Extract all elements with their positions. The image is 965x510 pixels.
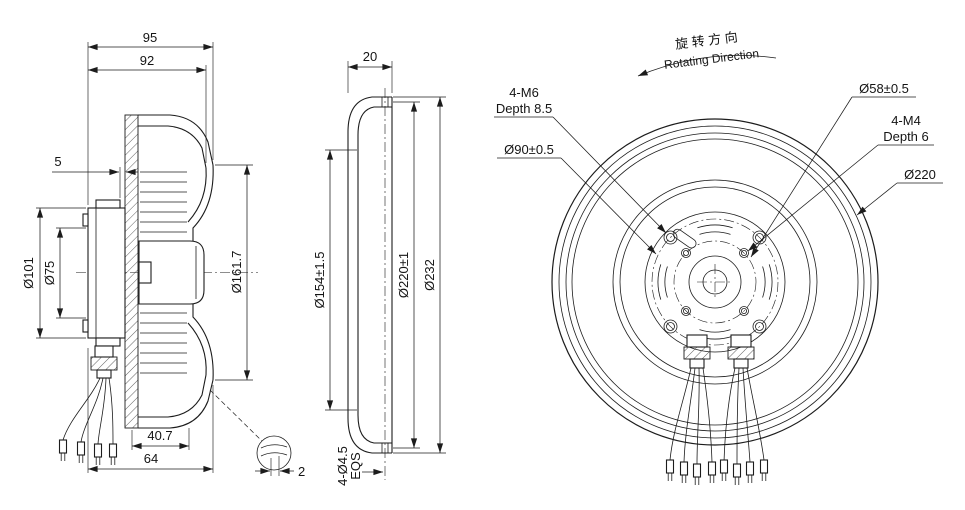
rotating-direction-cn-label: 旋 转 方 向 <box>674 29 738 52</box>
side-view-part <box>58 114 258 465</box>
motor-lug-top <box>82 213 89 227</box>
dim-dia220-flange-label: Ø220±1 <box>396 252 411 298</box>
dim-dia154-label: Ø154±1.5 <box>312 251 327 308</box>
front-view: 旋 转 方 向 Rotating Direction 4-M6 Depth 8.… <box>494 29 943 485</box>
dim-5-label: 5 <box>54 154 61 169</box>
bell-top-inner <box>187 167 207 223</box>
front-view-circles <box>551 118 879 446</box>
m4-bolt-circle <box>673 240 757 324</box>
key-slot <box>672 228 697 249</box>
flange-view: 20 Ø154±1.5 Ø220±1 Ø232 4-Ø4.5 EQS <box>312 49 446 486</box>
flange-part <box>347 88 393 480</box>
label-4m6-depth: Depth 8.5 <box>496 101 552 116</box>
dim-dia75-label: Ø75 <box>42 261 57 286</box>
side-view-dimensions: 95 92 5 Ø101 Ø75 Ø161.7 40.7 <box>21 30 253 473</box>
dim-64-label: 64 <box>144 451 158 466</box>
label-dia90: Ø90±0.5 <box>504 142 554 157</box>
detail-callout: 2 <box>209 389 305 479</box>
back-plate <box>124 114 139 429</box>
shroud-bottom-outer <box>138 379 214 429</box>
shroud-bottom-inner <box>138 374 207 418</box>
impeller-blades <box>140 171 187 374</box>
lead-wires <box>62 377 114 445</box>
shaft <box>138 261 152 284</box>
motor-body <box>87 207 126 339</box>
cable-gland <box>90 345 118 379</box>
label-4m6: 4-M6 <box>509 85 539 100</box>
front-wires <box>669 367 765 465</box>
front-cable-glands <box>683 334 755 369</box>
label-dia58: Ø58±0.5 <box>859 81 909 96</box>
dim-dia232-label: Ø232 <box>422 259 437 291</box>
dim-2-label: 2 <box>298 464 305 479</box>
front-wire-connectors <box>665 459 769 485</box>
bell-bottom-outer <box>192 304 214 381</box>
label-4m4-depth: Depth 6 <box>883 129 929 144</box>
bell-top-outer <box>192 164 214 241</box>
flange-dimensions: 20 Ø154±1.5 Ø220±1 Ø232 4-Ø4.5 EQS <box>312 49 446 486</box>
mounting-holes-m6 <box>663 230 767 334</box>
motor-step-top <box>95 199 121 209</box>
dim-95-label: 95 <box>143 30 157 45</box>
wire-connectors <box>58 439 118 465</box>
mounting-holes-m4 <box>681 248 749 316</box>
m6-bolt-circle <box>651 218 779 346</box>
front-view-labels: 4-M6 Depth 8.5 Ø90±0.5 Ø58±0.5 4-M4 Dept… <box>494 81 943 258</box>
dim-40-7-label: 40.7 <box>147 428 172 443</box>
rotor-hub <box>138 240 205 305</box>
dim-20-label: 20 <box>363 49 377 64</box>
holes-eqs-label: EQS <box>348 452 363 480</box>
shroud-top-inner <box>138 125 207 169</box>
bell-bottom-inner <box>187 322 207 376</box>
label-dia220: Ø220 <box>904 167 936 182</box>
rotating-direction: 旋 转 方 向 Rotating Direction <box>637 29 777 77</box>
motor-step-bottom <box>95 337 121 347</box>
shroud-top-outer <box>138 114 214 166</box>
dim-92-label: 92 <box>140 53 154 68</box>
side-view: 95 92 5 Ø101 Ø75 Ø161.7 40.7 <box>21 30 305 479</box>
rotating-direction-arrow <box>637 55 777 77</box>
motor-lug-bottom <box>82 319 89 333</box>
label-4m4: 4-M4 <box>891 113 921 128</box>
dim-dia161-label: Ø161.7 <box>229 251 244 294</box>
dim-dia101-label: Ø101 <box>21 257 36 289</box>
holes-spec-label: 4-Ø4.5 <box>335 446 350 486</box>
